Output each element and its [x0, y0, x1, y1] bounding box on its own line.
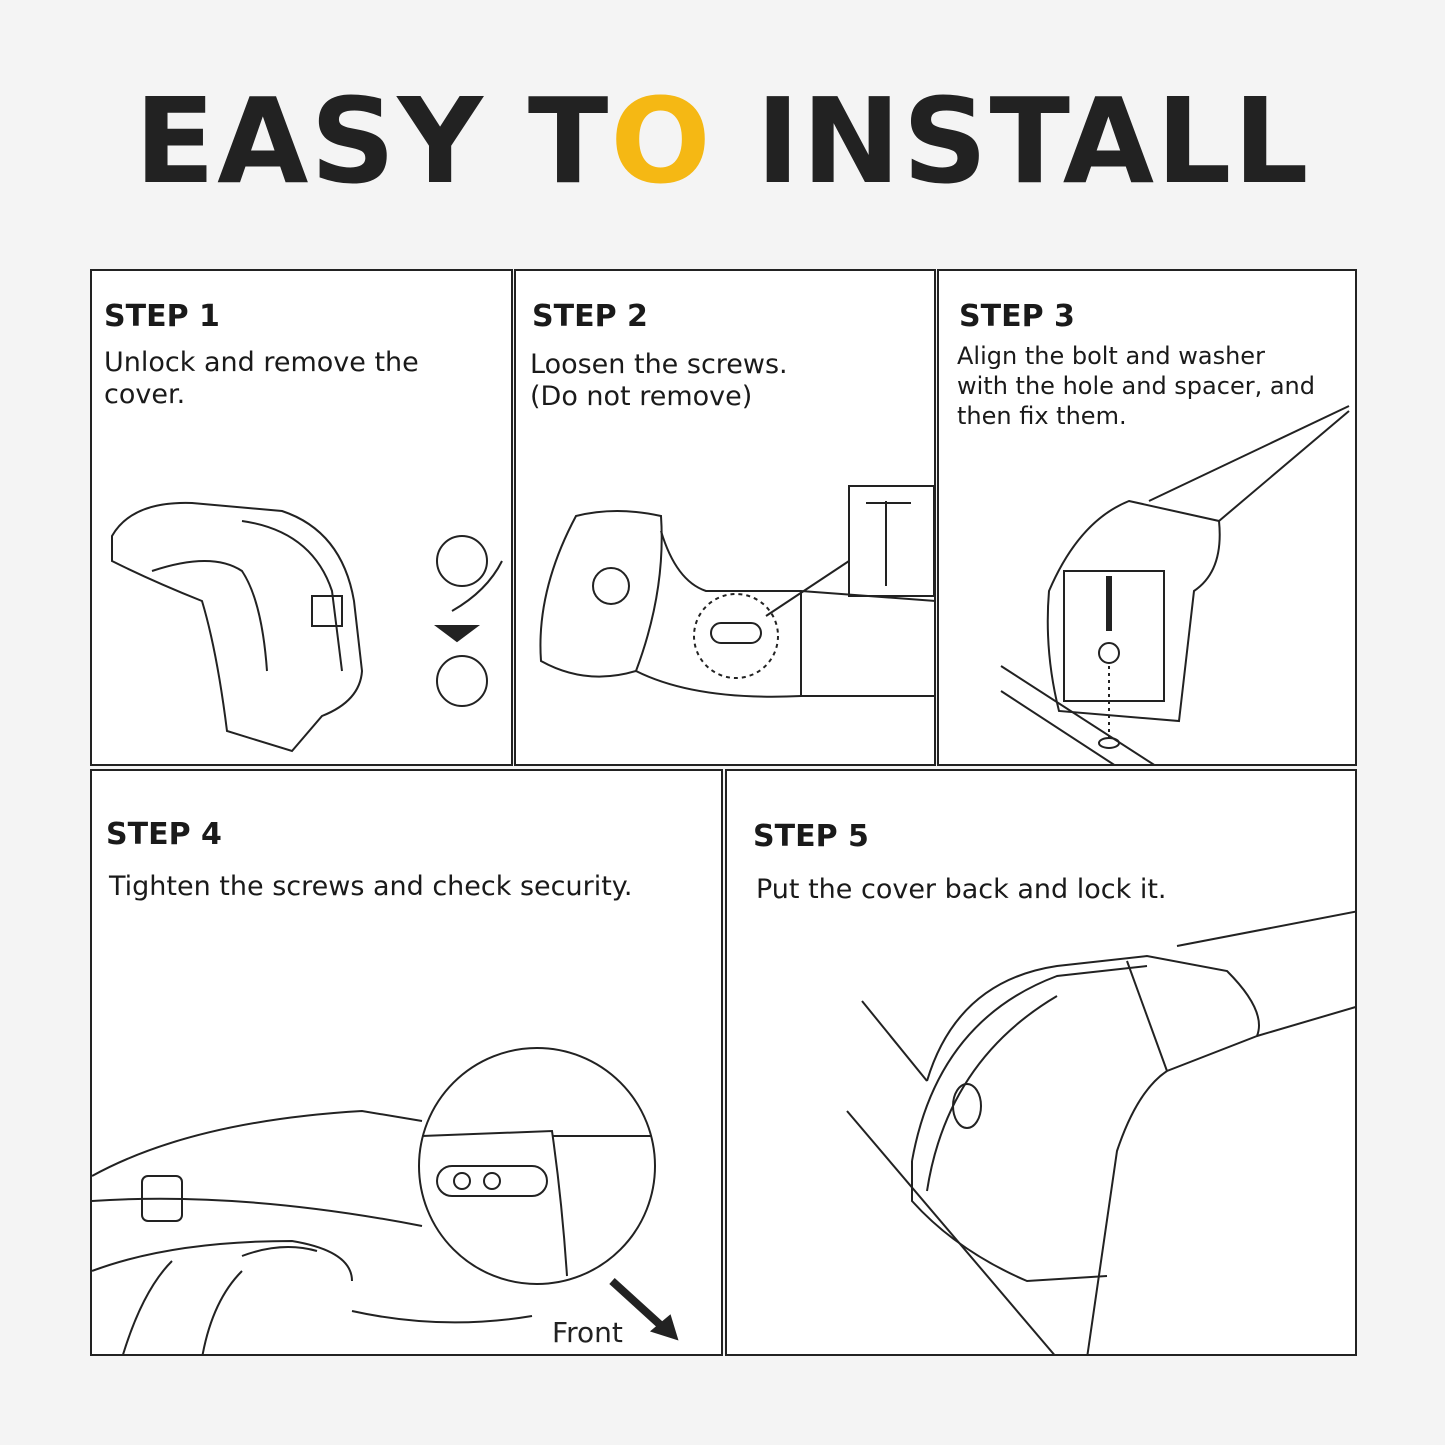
step-5-label: STEP 5	[753, 819, 869, 854]
step-3-panel: STEP 3 Align the bolt and washer with th…	[937, 269, 1357, 766]
cover-removal-illustration	[111, 501, 503, 753]
screw-tightening-illustration	[92, 1047, 679, 1354]
page-title: EASY TO INSTALL	[0, 72, 1445, 210]
cover-lock-illustration	[846, 910, 1355, 1354]
screw-loosening-illustration	[539, 485, 934, 698]
front-direction-label: Front	[552, 1316, 623, 1349]
step-2-panel: STEP 2 Loosen the screws. (Do not remove…	[514, 269, 936, 766]
title-text-end: INSTALL	[712, 72, 1311, 210]
step-1-description: Unlock and remove the cover.	[104, 347, 419, 410]
step-2-description-line1: Loosen the screws.	[530, 349, 788, 380]
step-4-panel: STEP 4 Tighten the screws and check secu…	[90, 769, 723, 1356]
step-3-label: STEP 3	[959, 299, 1075, 334]
step-3-description: Align the bolt and washer with the hole …	[957, 342, 1315, 430]
step-2-label: STEP 2	[532, 299, 648, 334]
step-1-label: STEP 1	[104, 299, 220, 334]
title-accent-letter: O	[610, 72, 713, 210]
step-4-description: Tighten the screws and check security.	[109, 871, 633, 902]
step-2-description-line2: (Do not remove)	[530, 381, 753, 412]
bolt-alignment-illustration	[1000, 405, 1350, 764]
title-text: EASY T	[134, 72, 611, 210]
step-4-label: STEP 4	[106, 817, 222, 852]
step-5-description: Put the cover back and lock it.	[756, 874, 1167, 905]
step-5-panel: STEP 5 Put the cover back and lock it.	[725, 769, 1357, 1356]
step-1-panel: STEP 1 Unlock and remove the cover.	[90, 269, 513, 766]
